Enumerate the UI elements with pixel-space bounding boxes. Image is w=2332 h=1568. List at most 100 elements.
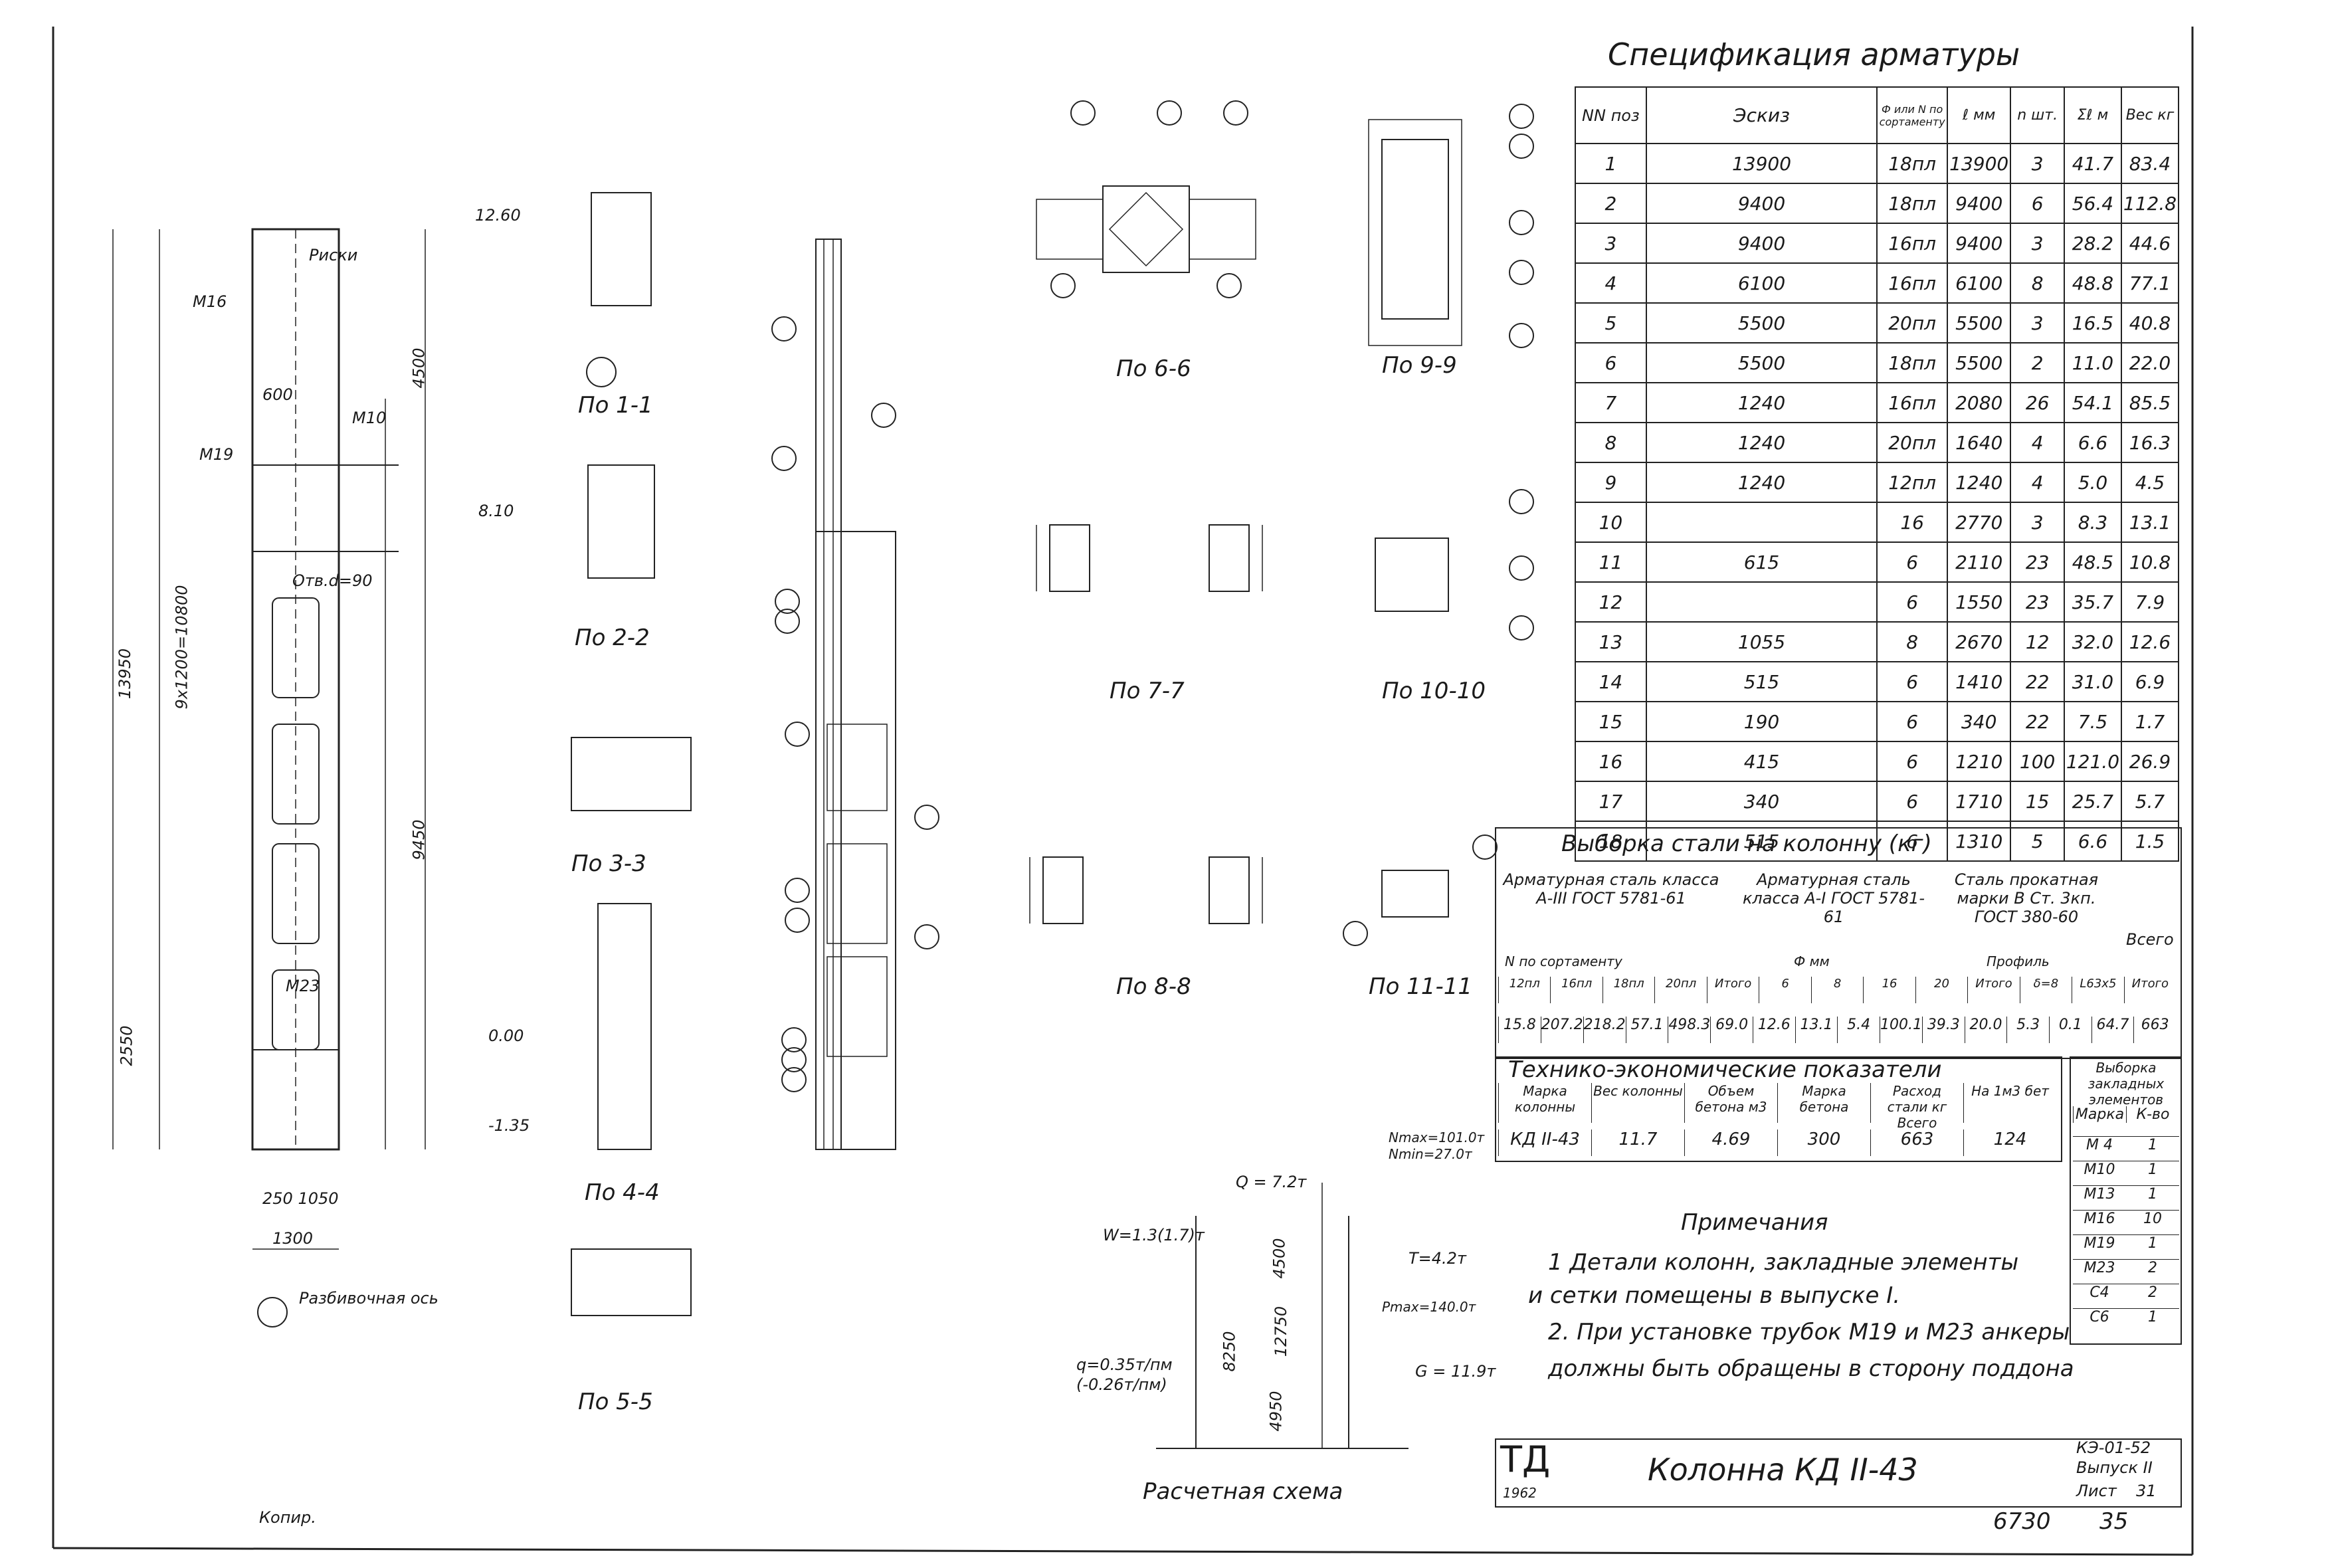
spec-cell: 6 [1575,342,1647,383]
calc-dim-4950: 4950 [1266,1391,1286,1432]
steel-title: Выборка стали на колонну (кг) [1561,831,1932,857]
spec-cell: 10.8 [2120,541,2180,583]
spec-cell: 1710 [1947,781,2012,822]
spec-cell: 1640 [1947,422,2012,463]
spec-cell: 23 [2010,541,2065,583]
stamp-issue: Выпуск II [2076,1458,2153,1477]
spec-cell: 48.5 [2063,541,2122,583]
stamp-page: 35 [2099,1508,2129,1535]
spec-cell: 56.4 [2063,183,2122,224]
steel-col-header: 16пл [1550,977,1602,1003]
embedded-cell: 1 [2148,1309,2157,1325]
section-label-11-11: По 11-11 [1369,973,1472,1000]
stamp-logo: ТД [1500,1438,1551,1480]
steel-group2: Арматурная сталь класса А-I ГОСТ 5781-61 [1742,870,1925,926]
spec-cell: 1240 [1645,462,1878,503]
spec-cell: 1055 [1645,621,1878,662]
mark-m19: М19 [199,445,234,464]
spec-cell: 5.0 [2063,462,2122,503]
spec-cell: 1.7 [2120,701,2180,742]
steel-col-header: Итого [1967,977,2019,1003]
spec-cell: 415 [1645,741,1878,782]
section-label-6-6: По 6-6 [1116,355,1191,382]
spec-cell: 6.9 [2120,661,2180,702]
spec-cell: 5 [1575,302,1647,343]
spec-header-total-length: Σℓ м [2063,86,2122,144]
tech-header: На 1м3 бет [1963,1083,2056,1123]
tech-header: Объем бетона м3 [1684,1083,1777,1123]
spec-cell: 340 [1947,701,2012,742]
spec-cell: 11.0 [2063,342,2122,383]
steel-group1: Арматурная сталь класса А-III ГОСТ 5781-… [1503,870,1719,908]
steel-value: 15.8 [1498,1017,1541,1043]
steel-value: 57.1 [1625,1017,1668,1043]
spec-cell: 1410 [1947,661,2012,702]
dim-250-1050: 250 1050 [262,1189,339,1208]
spec-cell: 515 [1645,661,1878,702]
spec-cell: 7 [1575,382,1647,423]
spec-cell: 13900 [1947,143,2012,184]
mark-m23: М23 [286,977,320,995]
stamp-year: 1962 [1503,1485,1537,1501]
embedded-title: Выборка закладных элементов [2088,1060,2165,1108]
steel-value: 69.0 [1710,1017,1753,1043]
steel-col-header: Итого [2123,977,2176,1003]
load-nmin: Nmin=27.0т [1389,1146,1472,1162]
calc-dim-4500: 4500 [1270,1238,1289,1279]
load-nmax: Nmax=101.0т [1389,1129,1485,1145]
spec-cell: 6100 [1645,262,1878,304]
embedded-cell: С6 [2089,1309,2109,1325]
section-label-5-5: По 5-5 [578,1389,653,1415]
notes-title: Примечания [1681,1209,1828,1236]
tech-value: 663 [1870,1129,1963,1156]
tech-value: 124 [1963,1129,2056,1156]
spec-cell: 83.4 [2120,143,2180,184]
spec-cell: 5500 [1947,302,2012,343]
steel-col-header: 8 [1810,977,1863,1003]
spec-cell: 18пл [1876,143,1949,184]
spec-cell: 12 [2010,621,2065,662]
steel-value: 218.2 [1583,1017,1626,1043]
dim-9450: 9450 [409,819,429,860]
spec-cell: 6 [1876,741,1949,782]
steel-col-header: δ=8 [2019,977,2072,1003]
spec-cell: 3 [2010,302,2065,343]
embedded-cell: М10 [2084,1161,2115,1178]
spec-cell: 17 [1575,781,1647,822]
spec-header-length: ℓ мм [1947,86,2012,144]
steel-value: 100.1 [1879,1017,1922,1043]
spec-cell: 18пл [1876,183,1949,224]
spec-cell: 26 [2010,382,2065,423]
spec-cell: 22 [2010,661,2065,702]
steel-value: 5.4 [1837,1017,1880,1043]
steel-sub3: Профиль [1987,953,2050,969]
embedded-header-cell: К-во [2126,1106,2179,1123]
steel-value: 663 [2133,1017,2176,1043]
spec-cell: 12.6 [2120,621,2180,662]
spec-cell: 1240 [1645,422,1878,463]
spec-cell: 54.1 [2063,382,2122,423]
mark-m16: М16 [193,292,227,311]
steel-col-header: 20 [1915,977,1967,1003]
stamp-title: Колонна КД II-43 [1648,1452,1918,1488]
spec-cell: 2110 [1947,541,2012,583]
spec-cell: 1240 [1947,462,2012,503]
spec-cell: 4 [1575,262,1647,304]
notes-line-4: должны быть обращены в сторону поддона [1548,1355,2074,1382]
spec-cell [1645,502,1878,543]
spec-cell: 2770 [1947,502,2012,543]
spec-cell: 16.5 [2063,302,2122,343]
spec-cell: 5500 [1645,302,1878,343]
spec-cell: 7.9 [2120,581,2180,623]
